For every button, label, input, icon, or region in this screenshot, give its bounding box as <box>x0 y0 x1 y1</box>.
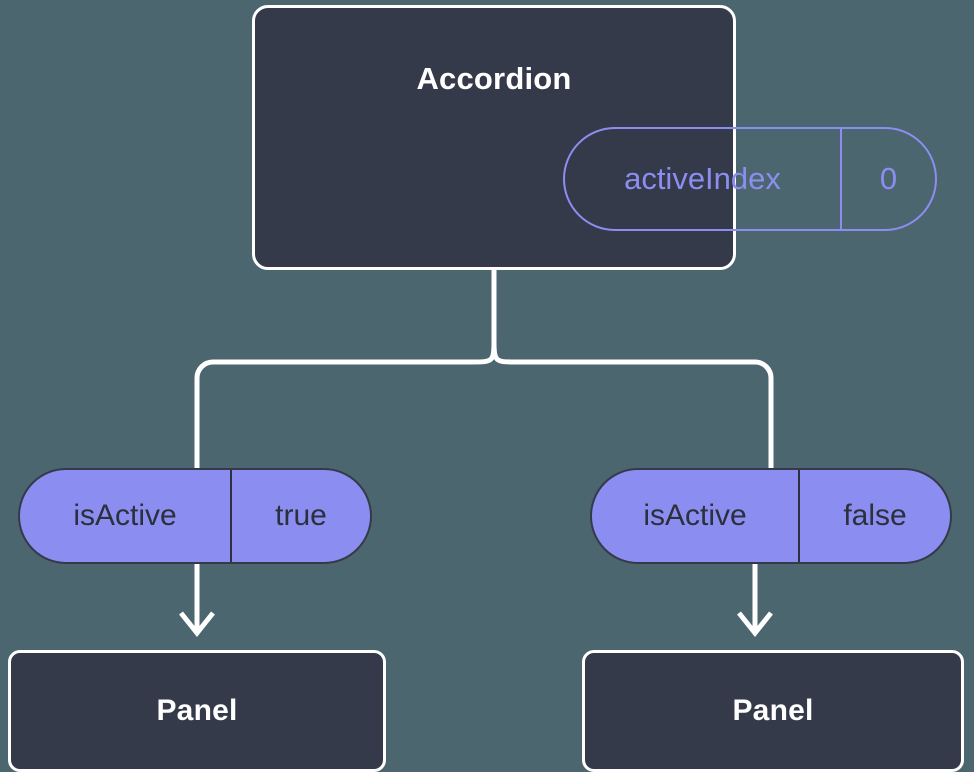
state-pill-activeindex[interactable]: activeIndex 0 <box>563 127 937 231</box>
node-accordion-title: Accordion <box>416 61 572 96</box>
prop-pill-key: isActive <box>20 470 232 562</box>
arrow-right-head-icon <box>737 611 773 638</box>
prop-pill-isactive-true[interactable]: isActive true <box>18 468 372 564</box>
state-pill-value: 0 <box>879 161 898 196</box>
state-pill-key: activeIndex <box>565 129 842 229</box>
node-panel-left-title: Panel <box>156 694 238 727</box>
prop-pill-value: true <box>275 499 327 532</box>
node-panel-right[interactable]: Panel <box>582 650 964 772</box>
node-panel-left[interactable]: Panel <box>8 650 386 772</box>
node-accordion[interactable]: Accordion activeIndex 0 <box>252 5 937 270</box>
prop-pill-value: false <box>843 499 907 532</box>
connector-fork-left <box>194 341 497 470</box>
connector-fork-right <box>491 341 774 470</box>
prop-pill-isactive-false[interactable]: isActive false <box>590 468 952 564</box>
node-panel-right-title: Panel <box>732 694 814 727</box>
arrow-left-head-icon <box>179 611 215 638</box>
prop-pill-key: isActive <box>592 470 800 562</box>
